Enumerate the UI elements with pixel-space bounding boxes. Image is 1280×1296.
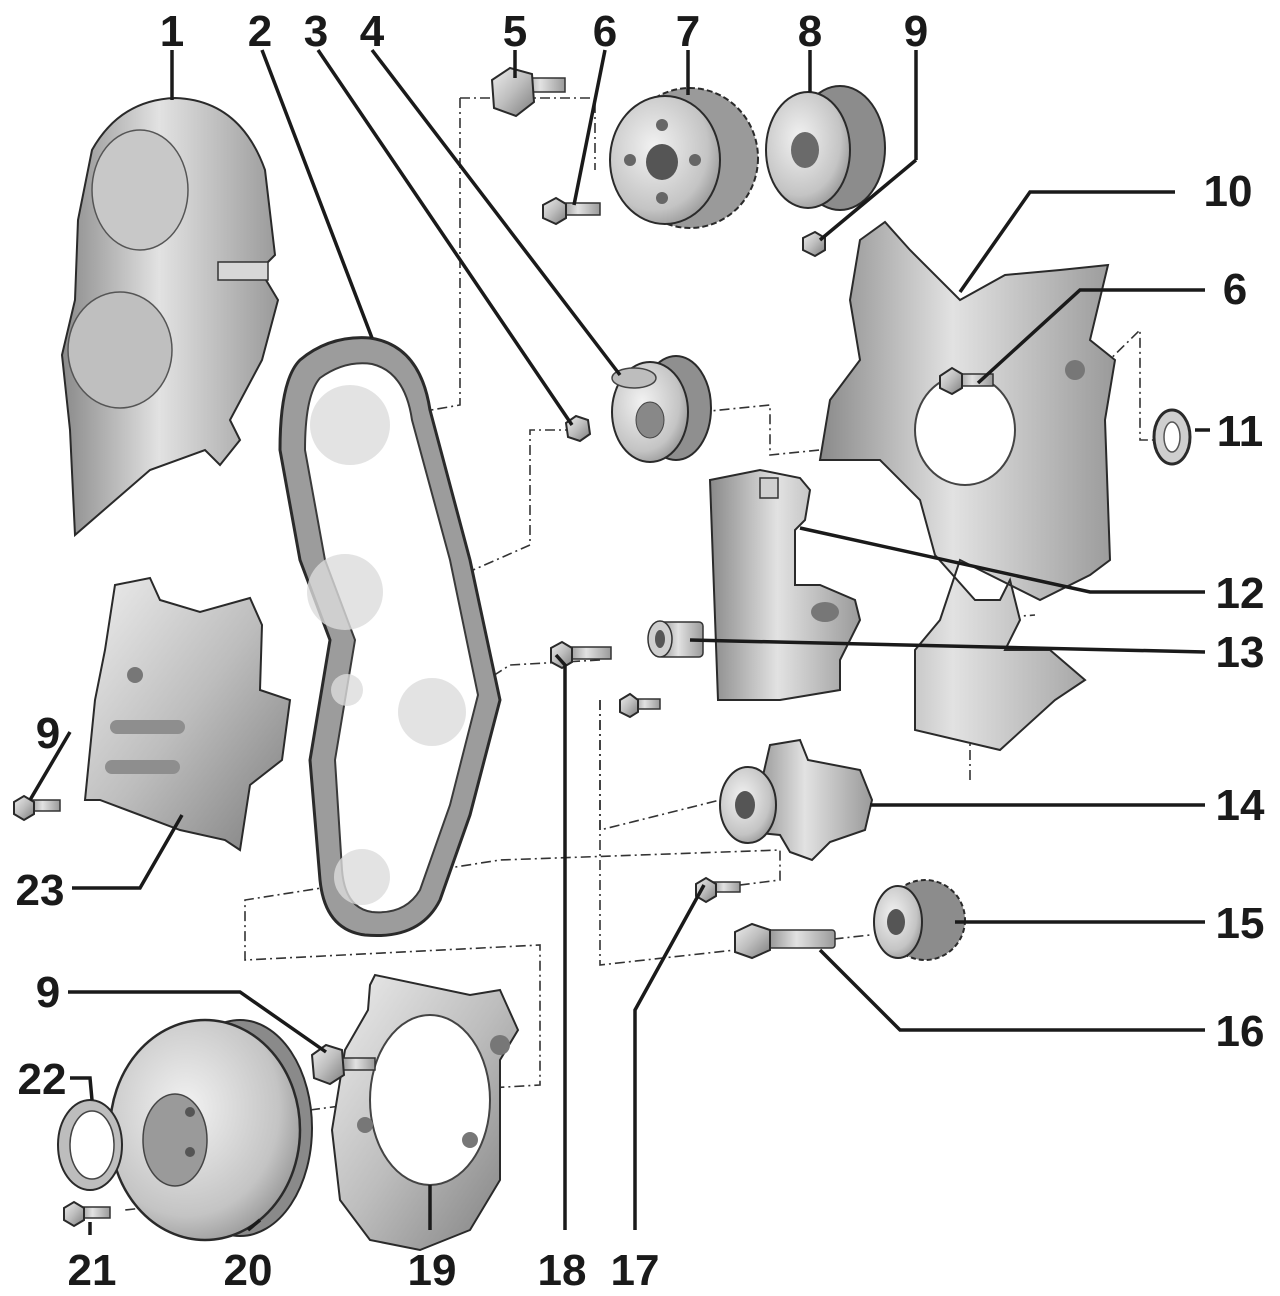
- central-crank-bolt: [734, 922, 836, 960]
- bolt-part-5: [490, 66, 566, 118]
- callout-6-upper: 6: [593, 7, 617, 56]
- guide-plate: [330, 973, 520, 1252]
- bolt-part-9-lower: [310, 1043, 376, 1086]
- bolt-part-9-upper: [802, 230, 826, 258]
- callout-17: 17: [611, 1246, 660, 1295]
- callout-22: 22: [18, 1055, 67, 1104]
- bolt-part-18: [550, 640, 612, 670]
- callout-8: 8: [798, 7, 822, 56]
- callout-labels: 1 2 3 4 5 6 7 8 9 10 6 11 12 13 14 15 16…: [16, 7, 1265, 1295]
- callout-5: 5: [503, 7, 527, 56]
- seal-ring: [57, 1099, 123, 1191]
- timing-belt: [278, 336, 502, 938]
- callout-3: 3: [304, 7, 328, 56]
- leader-lines: [28, 48, 1210, 1235]
- callout-19: 19: [408, 1246, 457, 1295]
- callout-20: 20: [224, 1246, 273, 1295]
- callout-11: 11: [1217, 407, 1264, 456]
- callout-4: 4: [360, 7, 385, 56]
- callout-15: 15: [1216, 899, 1265, 948]
- callout-7: 7: [676, 7, 700, 56]
- callout-14: 14: [1216, 781, 1265, 830]
- bolt-part-17-lower: [695, 876, 741, 904]
- spacer-sleeve: [647, 620, 704, 658]
- callout-18: 18: [538, 1246, 587, 1295]
- callout-9-upper: 9: [904, 7, 928, 56]
- callout-9-left: 9: [36, 709, 60, 758]
- tensioner-pulley: [611, 355, 712, 463]
- crankshaft-pulley: [108, 1018, 313, 1242]
- rear-timing-cover: [818, 220, 1117, 752]
- bolt-part-17-upper: [619, 692, 661, 719]
- camshaft-sprocket: [609, 87, 759, 229]
- callout-9-lower: 9: [36, 968, 60, 1017]
- callout-12: 12: [1216, 569, 1265, 618]
- callout-13: 13: [1216, 628, 1265, 677]
- upper-timing-cover: [60, 96, 280, 538]
- callout-10: 10: [1204, 167, 1253, 216]
- idler-pulley-part-8: [765, 85, 886, 211]
- oval-seal: [1152, 408, 1192, 466]
- tensioner-bracket: [708, 468, 862, 701]
- callout-2: 2: [248, 7, 272, 56]
- bolt-part-6-upper: [542, 196, 601, 226]
- callout-23: 23: [16, 866, 65, 915]
- callout-6-right: 6: [1223, 265, 1247, 314]
- bolt-part-21: [63, 1200, 111, 1228]
- lower-timing-cover: [83, 576, 292, 852]
- bolt-part-9-left: [13, 794, 61, 822]
- callout-16: 16: [1216, 1007, 1265, 1056]
- callout-21: 21: [68, 1246, 117, 1295]
- water-pump: [719, 738, 874, 862]
- callout-1: 1: [160, 7, 184, 56]
- crankshaft-sprocket: [873, 879, 966, 961]
